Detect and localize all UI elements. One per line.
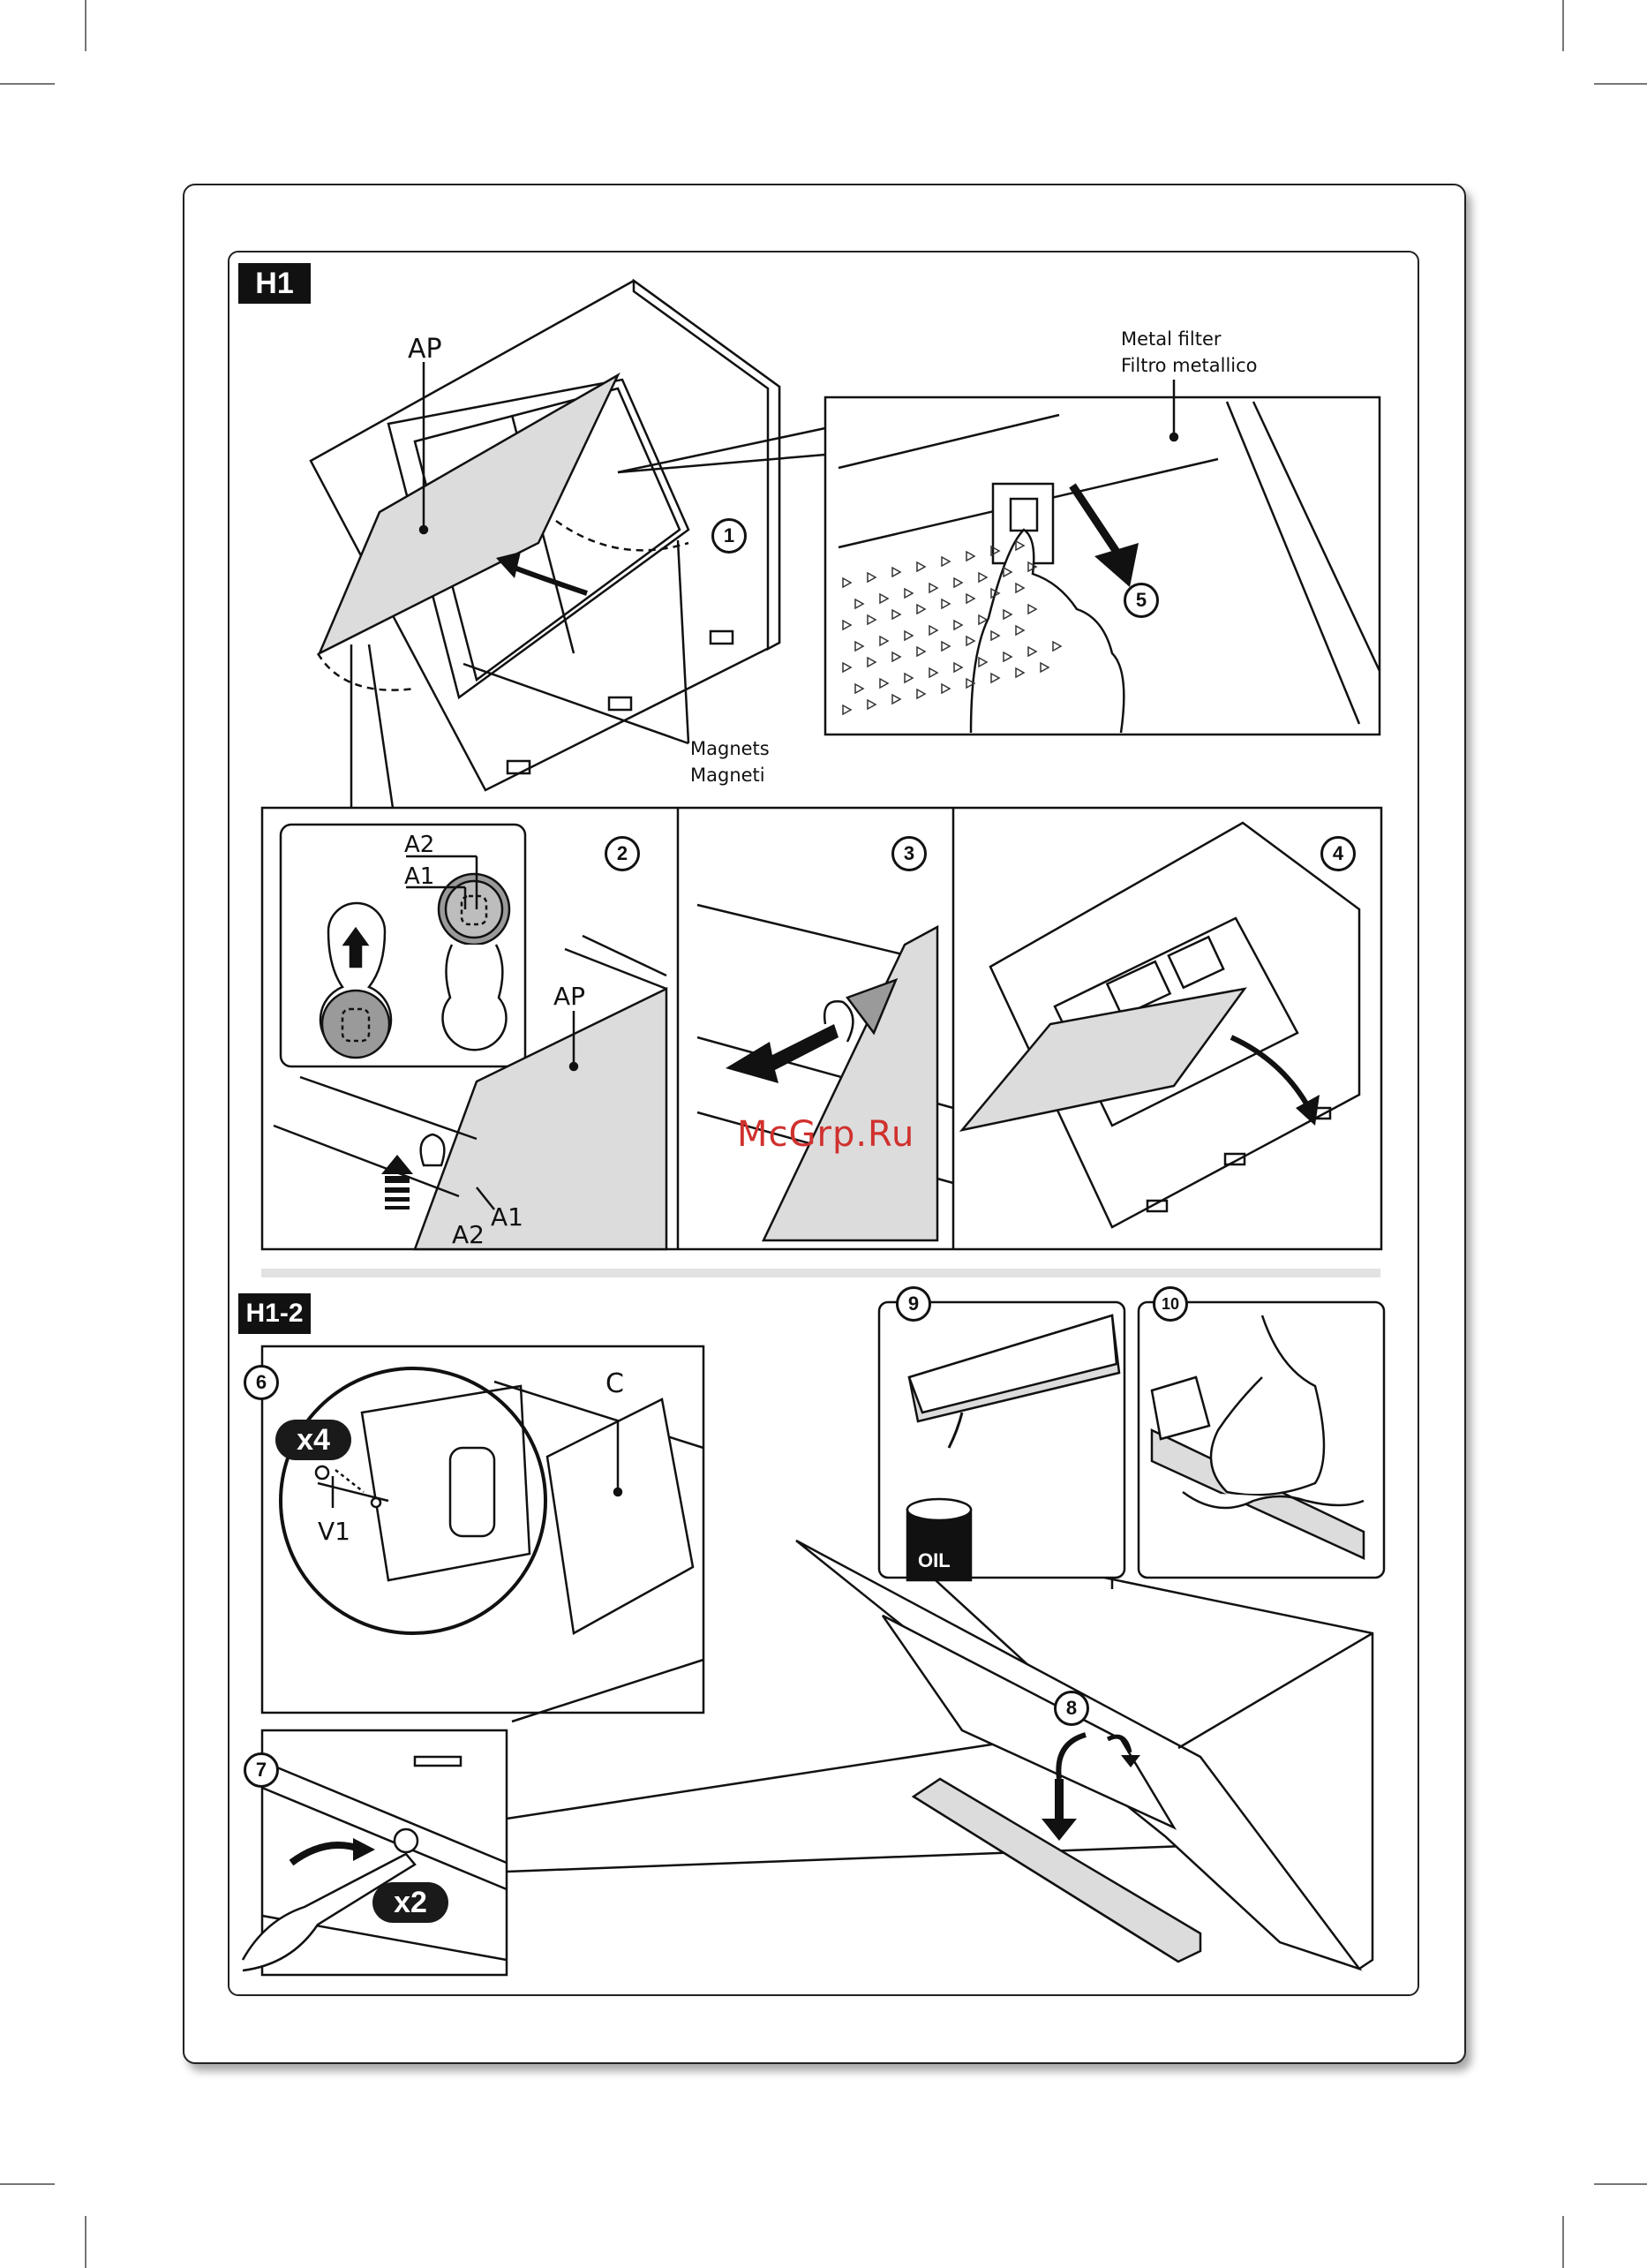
- step-9: 9: [896, 1286, 931, 1322]
- screwdriver-count-badge: x2: [372, 1882, 448, 1923]
- step-2: 2: [605, 836, 640, 871]
- label-magneti-it: Magneti: [690, 765, 765, 786]
- step-4: 4: [1320, 836, 1356, 871]
- label-a1-top: A1: [404, 863, 434, 890]
- label-c: C: [605, 1368, 624, 1399]
- label-a1-bottom: A1: [491, 1202, 523, 1232]
- label-magnets: Magnets: [690, 738, 770, 759]
- label-metal-filter: Metal filter: [1121, 328, 1222, 350]
- label-a2-bottom: A2: [452, 1220, 485, 1249]
- label-a2-top: A2: [404, 832, 434, 858]
- step-3: 3: [891, 836, 927, 871]
- step-6: 6: [244, 1365, 279, 1400]
- step-5: 5: [1124, 583, 1159, 618]
- screw-count-badge: x4: [275, 1420, 351, 1460]
- step-7: 7: [244, 1752, 279, 1788]
- step-1: 1: [711, 518, 747, 554]
- step-10: 10: [1153, 1286, 1188, 1322]
- label-filtro-metallico: Filtro metallico: [1121, 355, 1258, 376]
- watermark: McGrp.Ru: [737, 1114, 914, 1155]
- label-ap-top: AP: [408, 334, 442, 365]
- label-ap-detail: AP: [553, 982, 585, 1011]
- step-8: 8: [1054, 1691, 1089, 1726]
- label-oil: OIL: [918, 1549, 951, 1572]
- label-v1: V1: [318, 1517, 350, 1546]
